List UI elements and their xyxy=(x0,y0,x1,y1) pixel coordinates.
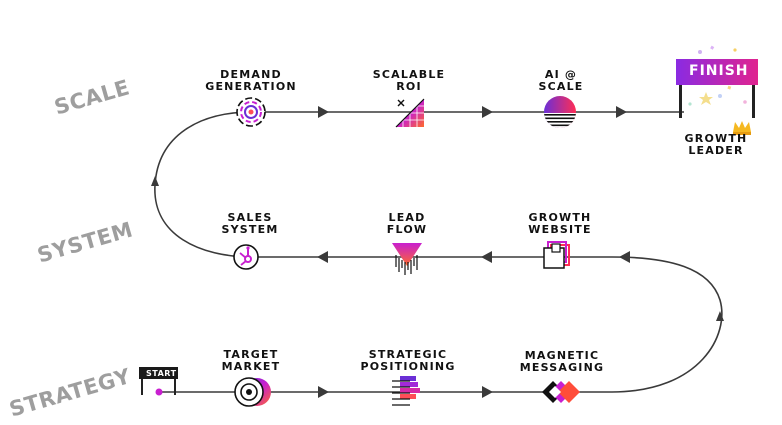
arrow-right-icon xyxy=(616,106,627,118)
finish-label: FINISH xyxy=(689,63,749,79)
step-label-lead-flow: LEAD FLOW xyxy=(386,211,428,236)
funnel-icon xyxy=(392,243,422,275)
finish-sign xyxy=(676,45,758,135)
target-icon xyxy=(234,377,271,407)
road-arrows xyxy=(151,106,724,398)
arrow-up-icon xyxy=(716,311,724,321)
road-curve-right xyxy=(611,256,723,393)
step-label-scalable-roi: SCALABLE ROI xyxy=(372,68,446,93)
crown-icon xyxy=(733,121,751,135)
arrow-right-icon xyxy=(318,386,329,398)
start-label: START xyxy=(146,369,177,378)
overlapping-squares-icon xyxy=(543,241,570,269)
finish-banner xyxy=(676,59,758,85)
triangle-grid-icon xyxy=(395,98,425,128)
arrow-left-icon xyxy=(317,251,328,263)
striped-sphere-icon xyxy=(544,96,576,128)
arrow-right-icon xyxy=(318,106,329,118)
arrow-up-icon xyxy=(151,176,159,186)
arrow-right-icon xyxy=(482,106,493,118)
arrow-left-icon xyxy=(481,251,492,263)
step-label-target-market: TARGET MARKET xyxy=(221,348,281,373)
start-sign xyxy=(139,367,178,396)
arrow-left-icon xyxy=(619,251,630,263)
step-label-ai-at-scale: AI @ SCALE xyxy=(538,68,584,93)
step-label-strategic-positioning: STRATEGIC POSITIONING xyxy=(360,348,456,373)
step-label-demand-generation: DEMAND GENERATION xyxy=(205,68,297,93)
stacked-bars-icon xyxy=(392,376,420,406)
step-label-growth-website: GROWTH WEBSITE xyxy=(528,211,592,236)
start-dot xyxy=(155,388,163,396)
confetti xyxy=(688,45,747,106)
concentric-rings-icon xyxy=(236,97,266,127)
diamond-chevrons-icon xyxy=(542,381,580,403)
step-label-sales-system: SALES SYSTEM xyxy=(221,211,279,236)
arrow-right-icon xyxy=(482,386,493,398)
growth-leader-label: GROWTH LEADER xyxy=(684,132,748,157)
step-label-magnetic-messaging: MAGNETIC MESSAGING xyxy=(519,349,605,374)
hubspot-sprocket-icon xyxy=(233,244,259,270)
